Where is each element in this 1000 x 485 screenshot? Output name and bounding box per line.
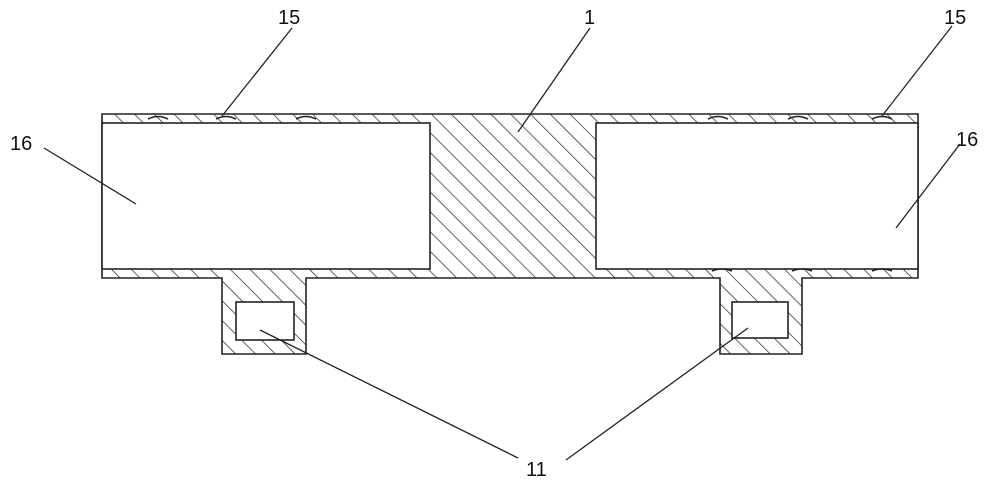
label-11: 11 bbox=[526, 459, 547, 481]
leader-lines bbox=[43, 25, 961, 461]
right-channel bbox=[731, 301, 789, 339]
label-16-left: 16 bbox=[10, 133, 32, 155]
label-15-right: 15 bbox=[944, 7, 966, 29]
left-chamber bbox=[101, 122, 431, 270]
label-16-right: 16 bbox=[956, 129, 978, 151]
label-15-left: 15 bbox=[278, 7, 300, 29]
label-1: 1 bbox=[584, 7, 595, 29]
right-chamber bbox=[595, 122, 919, 270]
top-grooves bbox=[147, 115, 893, 272]
left-channel bbox=[235, 301, 295, 341]
